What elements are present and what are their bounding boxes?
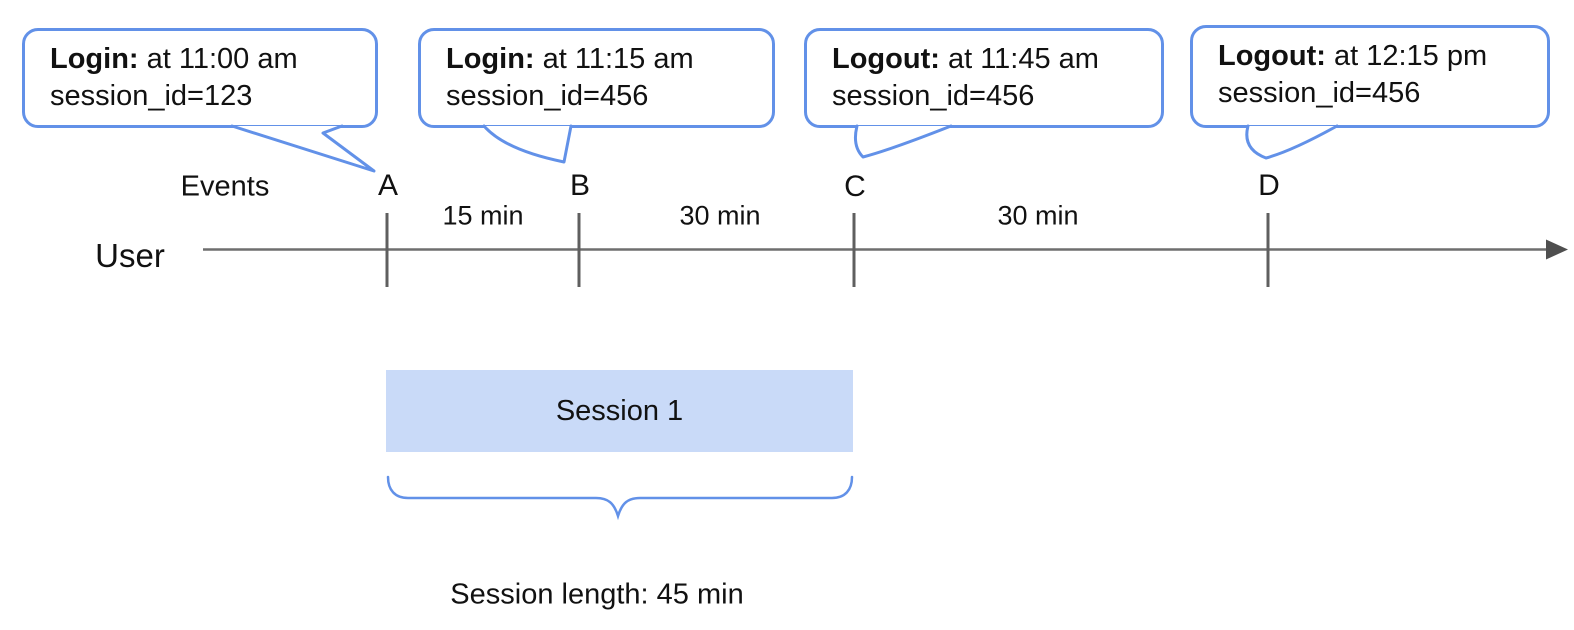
- user-axis-label: User: [95, 237, 165, 274]
- callout-title: Login:: [446, 43, 535, 75]
- callout-tail-b: [482, 124, 573, 164]
- callout-tail-d: [1245, 124, 1339, 160]
- callout-login-b: Login: at 11:15 am session_id=456: [418, 28, 775, 128]
- callout-logout-d: Logout: at 12:15 pm session_id=456: [1190, 25, 1550, 128]
- callout-title: Login:: [50, 43, 139, 75]
- callout-session-id: session_id=456: [832, 80, 1035, 112]
- session-1-label: Session 1: [555, 394, 684, 427]
- callout-login-a: Login: at 11:00 am session_id=123: [22, 28, 378, 128]
- callout-line1: Logout: at 12:15 pm: [1218, 38, 1539, 75]
- callout-session-id: session_id=456: [446, 80, 649, 112]
- events-axis-label: Events: [180, 170, 270, 203]
- callout-line1: Logout: at 11:45 am: [832, 41, 1153, 78]
- callout-logout-c: Logout: at 11:45 am session_id=456: [804, 28, 1164, 128]
- interval-b-c: 30 min: [679, 200, 761, 231]
- callout-time: at 11:15 am: [542, 43, 694, 75]
- timeline-arrowhead-icon: [1546, 239, 1568, 260]
- callout-tail-c: [854, 124, 953, 159]
- session-length-label: Session length: 45 min: [450, 578, 744, 611]
- interval-a-b: 15 min: [442, 200, 524, 231]
- session-length-brace: [386, 475, 854, 521]
- callout-tail-a: [230, 124, 376, 173]
- interval-c-d: 30 min: [997, 200, 1079, 231]
- callout-time: at 11:00 am: [146, 43, 298, 75]
- callout-line1: Login: at 11:00 am: [50, 41, 367, 78]
- event-marker-a: A: [377, 169, 399, 202]
- callout-session-id: session_id=123: [50, 80, 253, 112]
- callout-line1: Login: at 11:15 am: [446, 41, 764, 78]
- event-marker-b: B: [569, 169, 591, 202]
- event-marker-c: C: [844, 170, 866, 203]
- callout-time: at 12:15 pm: [1333, 40, 1488, 72]
- event-marker-d: D: [1258, 169, 1280, 202]
- callout-session-id: session_id=456: [1218, 77, 1421, 109]
- callout-title: Logout:: [832, 43, 940, 75]
- callout-time: at 11:45 am: [947, 43, 1099, 75]
- session-1-box: Session 1: [386, 370, 853, 452]
- callout-title: Logout:: [1218, 40, 1326, 72]
